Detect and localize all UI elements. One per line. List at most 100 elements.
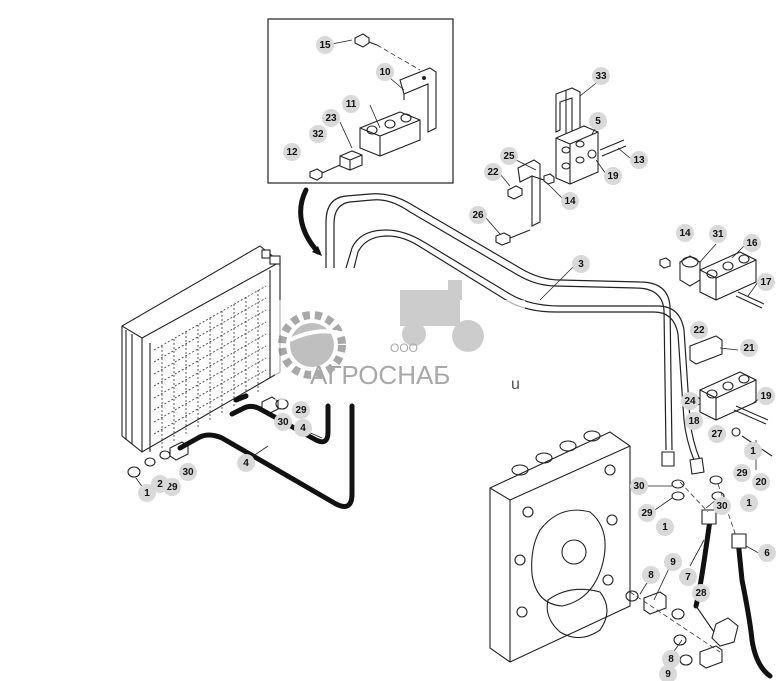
callout-29: 29 — [733, 464, 751, 482]
callout-bubble — [757, 273, 775, 291]
watermark-company-name: АГРОСНАБ — [310, 360, 450, 390]
callout-bubble — [709, 225, 727, 243]
callout-6: 6 — [758, 544, 776, 562]
bracket-part — [399, 67, 437, 133]
callout-12: 12 — [283, 143, 301, 161]
callout-bubble — [630, 151, 648, 169]
callout-bubble — [713, 497, 731, 515]
callout-bubble — [743, 234, 761, 252]
callout-1: 1 — [740, 494, 758, 512]
callout-bubble — [274, 413, 292, 431]
callout-16: 16 — [743, 234, 761, 252]
callout-number: 32 — [312, 129, 324, 140]
callout-14: 14 — [561, 192, 579, 210]
callout-1: 1 — [138, 484, 156, 502]
callout-10: 10 — [376, 63, 394, 81]
callout-number: 9 — [670, 557, 676, 568]
callout-2: 2 — [151, 475, 169, 493]
callout-8: 8 — [662, 650, 680, 668]
callout-number: 4 — [300, 423, 306, 434]
callout-number: 16 — [746, 238, 758, 249]
callout-4: 4 — [237, 454, 255, 472]
callout-bubble — [656, 518, 674, 536]
callout-number: 22 — [693, 325, 705, 336]
gear-logo-icon — [278, 311, 471, 379]
callout-number: 27 — [711, 429, 723, 440]
callout-31: 31 — [709, 225, 727, 243]
callout-number: 30 — [277, 417, 289, 428]
callout-number: 19 — [760, 391, 772, 402]
callout-number: 2 — [157, 479, 163, 490]
callout-30: 30 — [274, 413, 292, 431]
callout-number: 30 — [716, 501, 728, 512]
callout-bubble — [572, 255, 590, 273]
callout-bubble — [322, 109, 340, 127]
callout-bubble — [685, 412, 703, 430]
callout-bubble — [638, 504, 656, 522]
callout-number: 30 — [633, 481, 645, 492]
callout-number: 1 — [746, 498, 752, 509]
callout-19: 19 — [757, 387, 775, 405]
callout-22: 22 — [484, 163, 502, 181]
watermark-company-form: ООО — [390, 341, 418, 355]
callout-number: 21 — [743, 343, 755, 354]
callout-13: 13 — [630, 151, 648, 169]
callout-number: 12 — [286, 147, 298, 158]
callout-bubble — [138, 484, 156, 502]
callout-number: 29 — [295, 405, 307, 416]
callout-number: 8 — [668, 654, 674, 665]
callout-9: 9 — [664, 553, 682, 571]
callout-17: 17 — [757, 273, 775, 291]
callout-number: 5 — [595, 116, 601, 127]
callout-5: 5 — [589, 112, 607, 130]
callout-bubble — [292, 401, 310, 419]
callout-23: 23 — [322, 109, 340, 127]
callout-21: 21 — [740, 339, 758, 357]
callout-18: 18 — [685, 412, 703, 430]
callout-number: 11 — [346, 99, 357, 110]
callout-19: 19 — [604, 167, 622, 185]
callout-bubble — [237, 454, 255, 472]
callout-7: 7 — [679, 568, 697, 586]
callout-number: 30 — [182, 467, 194, 478]
callout-bubble — [664, 553, 682, 571]
callout-bubble — [679, 568, 697, 586]
callout-bubble — [744, 442, 762, 460]
tractor-logo-icon — [400, 280, 484, 352]
callout-9: 9 — [659, 665, 677, 681]
callout-number: 19 — [607, 171, 619, 182]
callout-bubble — [151, 475, 169, 493]
lower-hoses — [625, 475, 773, 679]
oil-cooler — [121, 245, 281, 461]
bolt-part — [309, 164, 341, 181]
callout-bubble — [592, 67, 610, 85]
callout-bubble — [376, 63, 394, 81]
callout-bubble — [309, 125, 327, 143]
callout-bubble — [708, 425, 726, 443]
callout-number: 8 — [648, 570, 654, 581]
callout-bubble — [740, 339, 758, 357]
callout-28: 28 — [692, 584, 710, 602]
callout-bubble — [561, 192, 579, 210]
callout-number: 1 — [750, 446, 756, 457]
callout-number: 29 — [166, 482, 178, 493]
callout-bubble — [179, 463, 197, 481]
callout-number: 31 — [712, 229, 724, 240]
callout-bubble — [758, 544, 776, 562]
callout-bubble — [500, 147, 518, 165]
callout-bubble — [294, 419, 312, 437]
callout-bubble — [662, 650, 680, 668]
callout-bubble — [752, 473, 770, 491]
engine-block — [489, 430, 631, 663]
callout-number: 4 — [243, 458, 249, 469]
callout-number: 29 — [641, 508, 653, 519]
callout-27: 27 — [708, 425, 726, 443]
callout-22: 22 — [690, 321, 708, 339]
callout-number: 1 — [144, 488, 150, 499]
callout-bubble — [484, 163, 502, 181]
callout-bubble — [630, 477, 648, 495]
callout-bubble — [690, 321, 708, 339]
callout-number: 7 — [685, 572, 691, 583]
